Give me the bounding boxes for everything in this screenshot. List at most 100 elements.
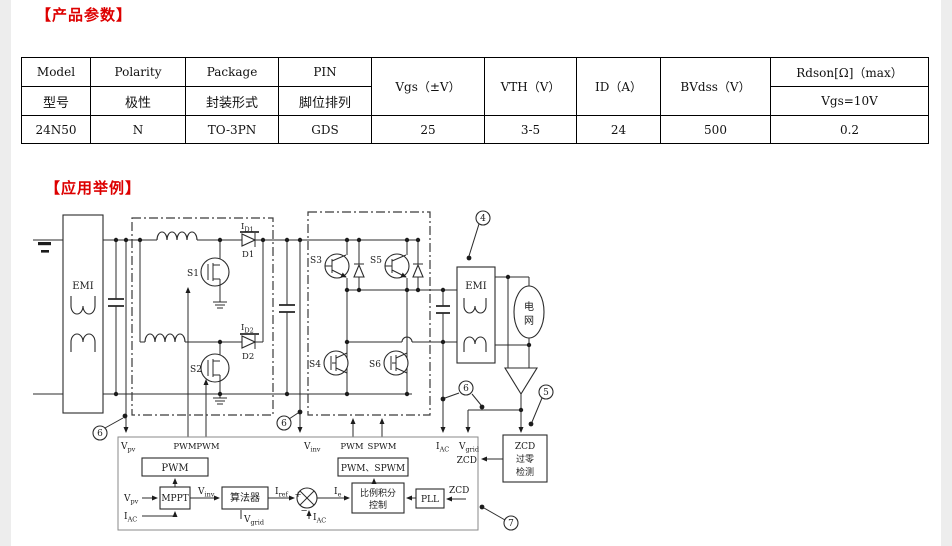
cell-bvdss: 500 [660, 115, 771, 144]
th-polarity-en: Polarity [90, 57, 186, 87]
th-pin-en: PIN [278, 57, 372, 87]
cell-pin: GDS [278, 115, 372, 144]
s1-label: S1 [187, 269, 199, 279]
th-rdson-condition: Vgs=10V [770, 86, 929, 116]
zcd-block-line2: 过零 [516, 453, 534, 465]
s6-label: S6 [369, 360, 381, 370]
page-right-margin [941, 0, 952, 546]
s5-label: S5 [370, 256, 382, 266]
diode-d2: ID2 D2 [240, 323, 259, 362]
zcd-detector: ZCD 过零 检测 [481, 434, 548, 483]
pv-source-symbol [33, 239, 63, 395]
id1-current-label: ID1 [241, 222, 254, 234]
pll-block-label: PLL [421, 495, 439, 505]
voltage-sense-amp [504, 367, 538, 396]
boost-stage-box [131, 217, 274, 416]
vgrid-algo-input-label: Vgrid [243, 515, 264, 527]
page-left-margin [0, 0, 11, 546]
pi-control-label-line2: 控制 [369, 499, 387, 511]
callout-6-middle: 6 [276, 409, 303, 431]
th-package-en: Package [185, 57, 279, 87]
zcd-block-line1: ZCD [515, 442, 535, 452]
section-title-application-example: 【应用举例】 [45, 179, 142, 197]
pwm-out-label: PWM [340, 442, 363, 452]
pwm-block-label: PWM [161, 463, 188, 474]
callout-4: 4 [466, 210, 491, 261]
zcd-entry-label: ZCD [457, 456, 477, 466]
igbt-s5: S5 [370, 253, 410, 279]
vpv-entry-label: Vpv [120, 442, 136, 454]
controller-box [117, 436, 479, 531]
callout-6-left: 6 [92, 413, 128, 441]
d2-label: D2 [242, 352, 254, 362]
th-package-cn: 封装形式 [185, 86, 279, 116]
th-model-en: Model [21, 57, 91, 87]
cell-polarity: N [90, 115, 186, 144]
choke-coil-icon [70, 296, 96, 315]
iac-entry-label: IAC [436, 442, 449, 454]
svg-text:6: 6 [281, 419, 287, 429]
mosfet-s2: S2 [190, 342, 230, 405]
sense-and-gate-lines [123, 240, 385, 437]
th-rdson: Rdson[Ω]（max） [770, 57, 929, 87]
choke-coil-icon [70, 333, 96, 352]
d1-label: D1 [242, 250, 254, 260]
th-vgs: Vgs（±V） [371, 57, 485, 116]
vinv-entry-label: Vinv [303, 442, 321, 454]
svg-text:6: 6 [97, 429, 103, 439]
callout-7: 7 [479, 504, 519, 531]
zcd-block-line3: 检测 [516, 466, 534, 478]
mosfet-s4: S4 [309, 350, 349, 376]
choke-coil-icon [463, 298, 487, 314]
cell-rdson: 0.2 [770, 115, 929, 144]
th-model-cn: 型号 [21, 86, 91, 116]
spwm-out-label: SPWM [368, 442, 397, 452]
product-parameters-table: Model Polarity Package PIN Vgs（±V） VTH（V… [21, 57, 929, 144]
callout-6-right: 6 [440, 380, 485, 410]
iref-signal-label: Iref [275, 487, 289, 499]
section-title-product-parameters: 【产品参数】 [36, 6, 133, 24]
vpv-mppt-input-label: Vpv [123, 494, 139, 506]
ie-signal-label: Ie [334, 487, 342, 499]
choke-coil-icon [463, 336, 487, 352]
grid-label-char1: 电 [524, 300, 534, 313]
controller-entry-labels: Vpv PWM PWM Vinv PWM SPWM IAC Vgrid ZCD [120, 442, 479, 466]
cell-vth: 3-5 [484, 115, 577, 144]
svg-text:7: 7 [508, 519, 514, 529]
pi-control-label-line1: 比例积分 [360, 487, 396, 499]
boost-inductor-1 [156, 231, 198, 241]
s2-label: S2 [190, 365, 202, 375]
mosfet-s1: S1 [187, 240, 230, 309]
iac-mppt-input-label: IAC [124, 512, 137, 524]
controller-signal-flow: Vpv IAC Vinv Vgrid Iref IAC Ie ZCD [123, 478, 469, 527]
pwm-gate2-label: PWM [196, 442, 219, 452]
vgrid-entry-label: Vgrid [458, 442, 479, 454]
emi-output-label: EMI [465, 281, 487, 292]
s3-label: S3 [310, 256, 322, 266]
s4-label: S4 [309, 360, 321, 370]
svg-text:6: 6 [463, 384, 469, 394]
grid-label-char2: 网 [524, 315, 534, 327]
sum-plus-sign: + [294, 490, 301, 500]
cell-package: TO-3PN [185, 115, 279, 144]
algorithm-block-label: 算法器 [230, 491, 260, 504]
grid-connection: 电 网 [440, 276, 545, 433]
cell-model: 24N50 [21, 115, 91, 144]
emi-filter-output: EMI [456, 266, 496, 364]
boost-inductor-2 [144, 333, 186, 343]
diode-d1: ID1 D1 [240, 222, 259, 260]
sum-minus-sign: − [300, 506, 307, 516]
inverter-stage-box [307, 211, 431, 416]
zcd-pll-input-label: ZCD [449, 486, 469, 496]
mosfet-s6: S6 [369, 350, 409, 376]
id2-current-label: ID2 [241, 323, 254, 335]
igbt-s3: S3 [310, 253, 350, 279]
pwm-gate1-label: PWM [173, 442, 196, 452]
emi-filter-input: EMI [62, 214, 104, 414]
vinv-signal-label: Vinv [197, 487, 215, 499]
svg-text:5: 5 [543, 388, 549, 398]
svg-text:4: 4 [480, 214, 486, 224]
emi-input-label: EMI [72, 281, 94, 292]
mppt-block-label: MPPT [161, 494, 188, 504]
